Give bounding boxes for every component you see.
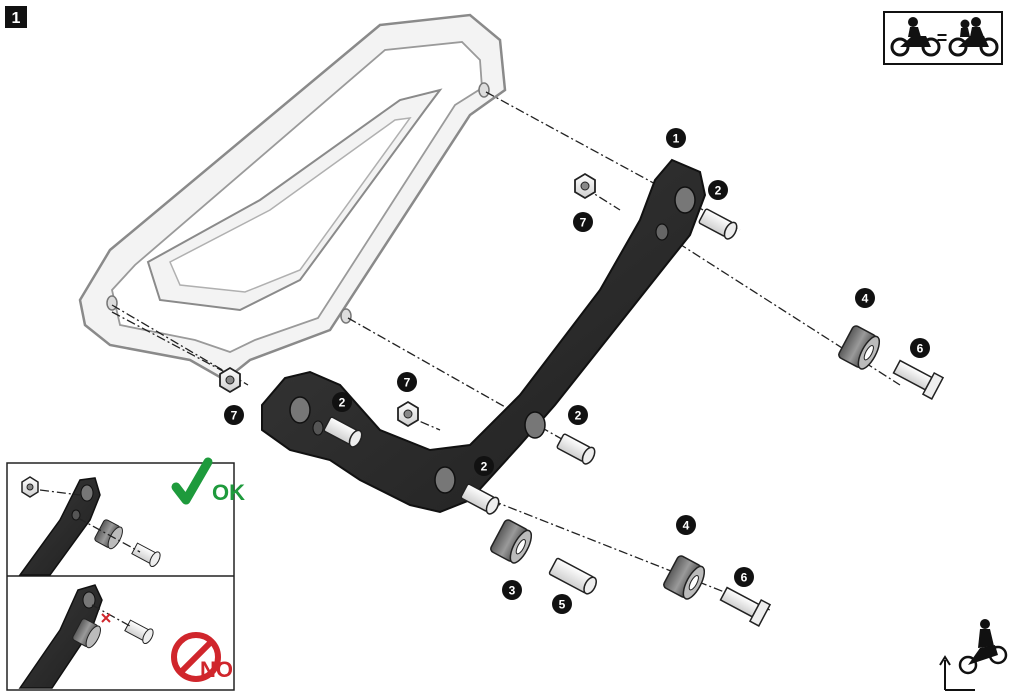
inset-panel: OK NO [6, 457, 245, 691]
part-callout-2: 2 [474, 456, 494, 476]
part-callout-2: 2 [708, 180, 728, 200]
step-number: 1 [12, 10, 21, 27]
inset-wrong-assembly: NO [18, 584, 233, 689]
checkmark-icon [171, 457, 213, 505]
part-callout-2: 2 [332, 392, 352, 412]
step-badge: 1 [5, 6, 27, 28]
part-callout-7: 7 [224, 405, 244, 425]
long-bolt-icon [548, 359, 945, 627]
part-callout-2: 2 [568, 405, 588, 425]
short-bolt-icon [323, 208, 738, 515]
part-callout-6: 6 [910, 338, 930, 358]
part-callout-3: 3 [502, 580, 522, 600]
part-callout-number: 2 [481, 460, 488, 474]
part-callout-number: 3 [509, 584, 516, 598]
part-callouts: 127467272246352 [107, 128, 930, 614]
part-callout-number: 6 [917, 342, 924, 356]
part-callout-number: 4 [683, 519, 690, 533]
part-callout-number: 6 [741, 571, 748, 585]
no-label: NO [200, 657, 233, 682]
part-callout-4: 4 [676, 515, 696, 535]
equals-sign: = [937, 28, 948, 48]
mounting-bracket [261, 158, 707, 514]
pannier-frame [78, 13, 507, 382]
part-callout-4: 4 [855, 288, 875, 308]
part-callout-number: 2 [715, 184, 722, 198]
inset-correct-assembly: OK [18, 457, 245, 576]
part-callout-7: 7 [397, 372, 417, 392]
ok-label: OK [212, 480, 245, 505]
part-callout-7: 7 [573, 212, 593, 232]
prohibited-icon [171, 632, 221, 682]
motorcycle-rider-equals-passenger-icon: = [883, 11, 1003, 65]
part-callout-number: 4 [862, 292, 869, 306]
part-callout-5: 5 [552, 594, 572, 614]
part-callout-number: 5 [559, 598, 566, 612]
part-callout-number: 7 [231, 409, 238, 423]
part-callout-number: 2 [575, 409, 582, 423]
part-callout-number: 2 [339, 396, 346, 410]
part-callout-number: 1 [673, 132, 680, 146]
part-callout-1: 1 [666, 128, 686, 148]
lock-nut-icon [219, 172, 596, 428]
part-callout-number: 7 [404, 376, 411, 390]
motorcycle-rider-turn-icon [939, 619, 1008, 691]
part-callout-6: 6 [734, 567, 754, 587]
part-callout-number: 7 [580, 216, 587, 230]
spacer-icon [490, 325, 881, 600]
